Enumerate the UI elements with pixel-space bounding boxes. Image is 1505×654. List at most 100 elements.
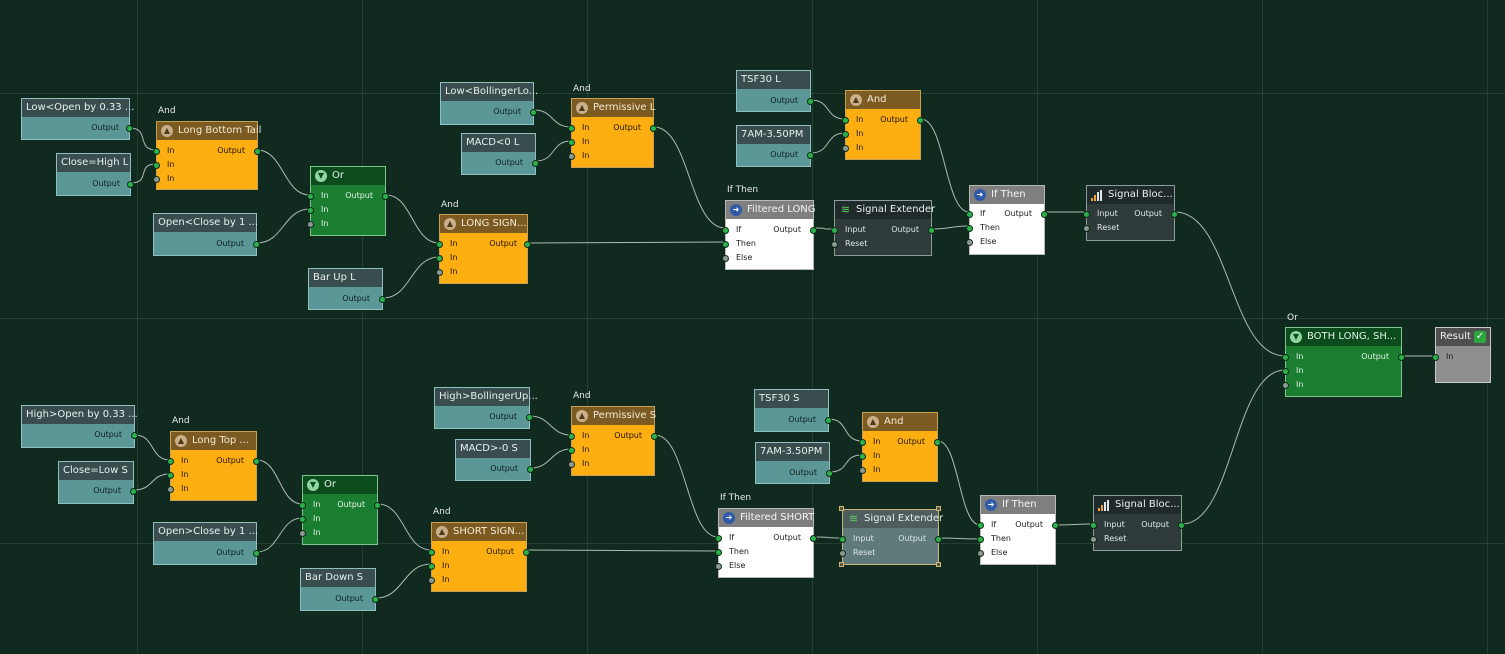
input-port[interactable] bbox=[428, 549, 435, 556]
output-port[interactable] bbox=[253, 550, 260, 557]
node-time-short-condition[interactable]: 7AM-3.50PM Output bbox=[755, 442, 833, 484]
input-port[interactable] bbox=[167, 486, 174, 493]
node-tsf-long-and[interactable]: ▲And In In In Output bbox=[842, 90, 924, 160]
resize-handle[interactable] bbox=[839, 562, 844, 567]
input-port[interactable] bbox=[831, 227, 838, 234]
node-signal-extender-long[interactable]: ≋Signal Extender Input Reset Output bbox=[831, 200, 935, 256]
output-port[interactable] bbox=[807, 152, 814, 159]
input-port[interactable] bbox=[1282, 354, 1289, 361]
input-port[interactable] bbox=[859, 467, 866, 474]
input-port[interactable] bbox=[839, 536, 846, 543]
node-filtered-short-if-then[interactable]: ➜Filtered SHORT If Then Else Output bbox=[715, 508, 817, 578]
reset-port[interactable] bbox=[839, 550, 846, 557]
input-port[interactable] bbox=[568, 139, 575, 146]
node-long-bottom-tail-and[interactable]: ▲Long Bottom Tail In In In Output bbox=[153, 121, 261, 190]
input-port[interactable] bbox=[1282, 382, 1289, 389]
output-port[interactable] bbox=[826, 470, 833, 477]
input-port[interactable] bbox=[428, 563, 435, 570]
input-port[interactable] bbox=[1083, 211, 1090, 218]
node-permissive-short-and[interactable]: ▲Permissive S In In In Output bbox=[568, 406, 658, 476]
node-close-high-condition[interactable]: Close=High L Output bbox=[56, 153, 134, 196]
input-port[interactable] bbox=[299, 530, 306, 537]
else-port[interactable] bbox=[966, 239, 973, 246]
output-port[interactable] bbox=[1052, 522, 1059, 529]
output-port[interactable] bbox=[523, 549, 530, 556]
resize-handle[interactable] bbox=[936, 506, 941, 511]
output-port[interactable] bbox=[810, 535, 817, 542]
else-port[interactable] bbox=[977, 550, 984, 557]
else-port[interactable] bbox=[715, 563, 722, 570]
node-or-short[interactable]: ▼Or In In In Output bbox=[299, 475, 381, 545]
input-port[interactable] bbox=[568, 433, 575, 440]
else-port[interactable] bbox=[722, 255, 729, 262]
node-filtered-long-if-then[interactable]: ➜Filtered LONG If Then Else Output bbox=[722, 200, 817, 270]
output-port[interactable] bbox=[1041, 211, 1048, 218]
output-port[interactable] bbox=[131, 432, 138, 439]
input-port[interactable] bbox=[167, 472, 174, 479]
input-port[interactable] bbox=[859, 453, 866, 460]
output-port[interactable] bbox=[374, 502, 381, 509]
output-port[interactable] bbox=[127, 181, 134, 188]
output-port[interactable] bbox=[928, 227, 935, 234]
output-port[interactable] bbox=[372, 596, 379, 603]
input-port[interactable] bbox=[436, 269, 443, 276]
if-port[interactable] bbox=[715, 535, 722, 542]
output-port[interactable] bbox=[526, 414, 533, 421]
output-port[interactable] bbox=[382, 193, 389, 200]
output-port[interactable] bbox=[532, 160, 539, 167]
output-port[interactable] bbox=[1178, 522, 1185, 529]
node-open-close-long-condition[interactable]: Open<Close by 1 ... Output bbox=[153, 213, 260, 256]
input-port[interactable] bbox=[568, 153, 575, 160]
node-if-then-long[interactable]: ➜If Then If Then Else Output bbox=[966, 185, 1048, 255]
output-port[interactable] bbox=[934, 439, 941, 446]
output-port[interactable] bbox=[530, 109, 537, 116]
reset-port[interactable] bbox=[1090, 536, 1097, 543]
output-port[interactable] bbox=[130, 488, 137, 495]
node-high-open-condition[interactable]: High>Open by 0.33 ... Output bbox=[21, 405, 138, 448]
resize-handle[interactable] bbox=[839, 506, 844, 511]
input-port[interactable] bbox=[153, 176, 160, 183]
output-port[interactable] bbox=[651, 433, 658, 440]
input-port[interactable] bbox=[842, 131, 849, 138]
node-low-open-condition[interactable]: Low<Open by 0.33 ... Output bbox=[21, 98, 134, 140]
node-result[interactable]: Result✓ In bbox=[1432, 327, 1491, 383]
input-port[interactable] bbox=[299, 516, 306, 523]
if-port[interactable] bbox=[966, 211, 973, 218]
input-port[interactable] bbox=[153, 148, 160, 155]
output-port[interactable] bbox=[379, 296, 386, 303]
output-port[interactable] bbox=[825, 417, 832, 424]
input-port[interactable] bbox=[153, 162, 160, 169]
if-port[interactable] bbox=[977, 522, 984, 529]
if-port[interactable] bbox=[722, 227, 729, 234]
output-port[interactable] bbox=[650, 125, 657, 132]
node-both-long-short-or[interactable]: ▼BOTH LONG, SH... In In In Output bbox=[1282, 327, 1405, 397]
node-open-close-short-condition[interactable]: Open>Close by 1 ... Output bbox=[153, 522, 260, 565]
output-port[interactable] bbox=[126, 125, 133, 132]
input-port[interactable] bbox=[428, 577, 435, 584]
input-port[interactable] bbox=[307, 193, 314, 200]
node-signal-extender-short[interactable]: ≋Signal Extender Input Reset Output bbox=[839, 509, 943, 565]
input-port[interactable] bbox=[167, 458, 174, 465]
input-port[interactable] bbox=[299, 502, 306, 509]
output-port[interactable] bbox=[917, 117, 924, 124]
output-port[interactable] bbox=[1398, 354, 1405, 361]
resize-handle[interactable] bbox=[936, 562, 941, 567]
node-close-low-condition[interactable]: Close=Low S Output bbox=[58, 461, 137, 504]
node-permissive-long-and[interactable]: ▲Permissive L In In In Output bbox=[568, 98, 657, 168]
input-port[interactable] bbox=[568, 447, 575, 454]
input-port[interactable] bbox=[1090, 522, 1097, 529]
input-port[interactable] bbox=[307, 221, 314, 228]
then-port[interactable] bbox=[715, 549, 722, 556]
node-time-long-condition[interactable]: 7AM-3.50PM Output bbox=[736, 125, 814, 167]
output-port[interactable] bbox=[254, 148, 261, 155]
node-signal-blocker-short[interactable]: Signal Bloc... Input Reset Output bbox=[1090, 495, 1185, 551]
reset-port[interactable] bbox=[1083, 225, 1090, 232]
output-port[interactable] bbox=[524, 241, 531, 248]
output-port[interactable] bbox=[810, 227, 817, 234]
reset-port[interactable] bbox=[831, 241, 838, 248]
output-port[interactable] bbox=[1171, 211, 1178, 218]
node-if-then-short[interactable]: ➜If Then If Then Else Output bbox=[977, 495, 1059, 565]
node-signal-blocker-long[interactable]: Signal Bloc... Input Reset Output bbox=[1083, 185, 1178, 241]
then-port[interactable] bbox=[977, 536, 984, 543]
then-port[interactable] bbox=[722, 241, 729, 248]
